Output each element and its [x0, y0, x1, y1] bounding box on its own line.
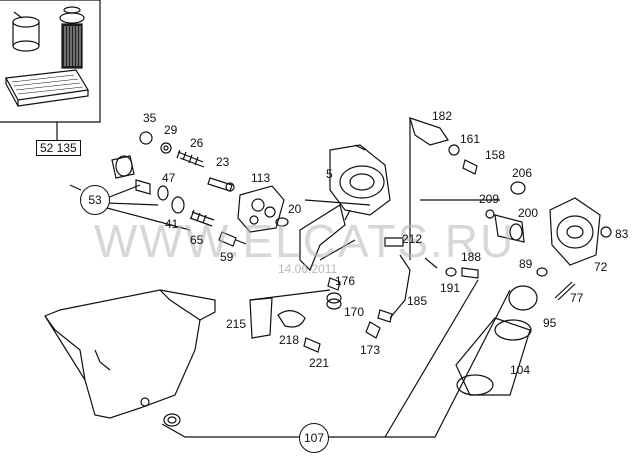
watermark-date: 14.06.2011 — [278, 262, 338, 276]
part-206[interactable]: 206 — [512, 166, 533, 180]
part-158[interactable]: 158 — [485, 148, 506, 162]
part-188[interactable]: 188 — [461, 250, 482, 264]
part-5[interactable]: 5 — [326, 167, 333, 181]
part-89[interactable]: 89 — [519, 257, 533, 271]
part-212[interactable]: 212 — [402, 232, 423, 246]
part-77[interactable]: 77 — [570, 291, 584, 305]
part-173[interactable]: 173 — [360, 343, 381, 357]
callout-107[interactable]: 107 — [299, 423, 329, 453]
part-59[interactable]: 59 — [220, 250, 234, 264]
part-65[interactable]: 65 — [190, 233, 204, 247]
part-29[interactable]: 29 — [164, 123, 178, 137]
part-shapes — [111, 131, 612, 427]
part-113[interactable]: 113 — [251, 171, 271, 185]
part-218[interactable]: 218 — [279, 333, 300, 347]
part-95[interactable]: 95 — [543, 316, 557, 330]
part-215[interactable]: 215 — [226, 317, 247, 331]
part-83[interactable]: 83 — [615, 227, 629, 241]
oil-filter-cartridge-icon — [59, 6, 85, 69]
inset-frame — [0, 0, 101, 123]
part-221[interactable]: 221 — [309, 356, 330, 370]
inset-reference[interactable]: 52 135 — [36, 140, 81, 156]
watermark-site: WWW.ELCATS.RU — [94, 215, 516, 267]
part-104[interactable]: 104 — [510, 363, 531, 377]
part-191[interactable]: 191 — [440, 281, 461, 295]
part-41[interactable]: 41 — [165, 217, 179, 231]
callout-53[interactable]: 53 — [80, 185, 110, 215]
oil-pan-drawing — [44, 289, 216, 419]
part-209[interactable]: 209 — [479, 192, 500, 206]
part-20[interactable]: 20 — [288, 202, 302, 216]
part-185[interactable]: 185 — [407, 294, 428, 308]
part-176[interactable]: 176 — [335, 274, 356, 288]
part-35[interactable]: 35 — [143, 111, 157, 125]
air-filter-panel-icon — [5, 69, 89, 107]
part-47[interactable]: 47 — [162, 171, 176, 185]
fuel-filter-icon — [12, 11, 40, 52]
part-170[interactable]: 170 — [344, 305, 365, 319]
part-72[interactable]: 72 — [594, 260, 608, 274]
part-23[interactable]: 23 — [216, 155, 230, 169]
part-161[interactable]: 161 — [460, 132, 481, 146]
part-200[interactable]: 200 — [518, 206, 539, 220]
part-182[interactable]: 182 — [432, 109, 453, 123]
part-26[interactable]: 26 — [190, 136, 204, 150]
